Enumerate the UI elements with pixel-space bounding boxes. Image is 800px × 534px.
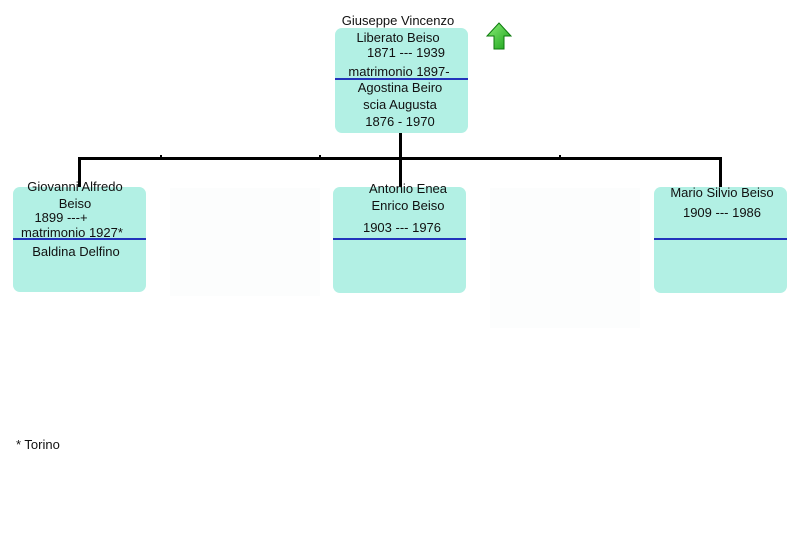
connector-tick bbox=[559, 155, 561, 158]
marriage-divider bbox=[13, 238, 146, 240]
person-dates: 1871 --- 1939 bbox=[366, 45, 446, 60]
marriage-label: matrimonio 1897- bbox=[348, 64, 450, 79]
spouse-name: scia Augusta bbox=[363, 97, 437, 112]
spouse-name: Baldina Delfino bbox=[32, 244, 120, 259]
person-name: Liberato Beiso bbox=[356, 30, 440, 45]
person-dates: 1909 --- 1986 bbox=[682, 205, 762, 220]
spouse-dates: 1876 - 1970 bbox=[365, 114, 435, 129]
connector-child-1 bbox=[78, 157, 81, 187]
navigate-up-arrow-icon[interactable] bbox=[486, 22, 512, 50]
connector-child-3 bbox=[719, 157, 722, 187]
person-name: Giuseppe Vincenzo bbox=[341, 13, 455, 28]
connector-tick bbox=[160, 155, 162, 158]
marriage-divider bbox=[654, 238, 787, 240]
person-name: Beiso bbox=[58, 196, 92, 211]
marriage-divider bbox=[335, 78, 468, 80]
spouse-name: Agostina Beiro bbox=[357, 80, 443, 95]
person-name: Mario Silvio Beiso bbox=[670, 185, 774, 200]
person-name: Enrico Beiso bbox=[371, 198, 445, 213]
person-box-root[interactable] bbox=[335, 28, 468, 133]
placeholder-panel bbox=[170, 188, 320, 296]
connector-tick bbox=[319, 155, 321, 158]
person-box-child-2[interactable] bbox=[333, 187, 466, 293]
marriage-divider bbox=[333, 238, 466, 240]
person-name: Antonio Enea bbox=[368, 181, 448, 196]
marriage-label: matrimonio 1927* bbox=[21, 225, 123, 240]
person-dates: 1903 --- 1976 bbox=[362, 220, 442, 235]
person-dates: 1899 ---+ bbox=[34, 210, 88, 225]
connector-child-2 bbox=[399, 157, 402, 187]
placeholder-panel bbox=[490, 188, 640, 328]
person-name: Giovanni Alfredo bbox=[27, 179, 123, 194]
connector-root-down bbox=[399, 132, 402, 160]
person-box-child-3[interactable] bbox=[654, 187, 787, 293]
footnote: * Torino bbox=[16, 437, 60, 452]
